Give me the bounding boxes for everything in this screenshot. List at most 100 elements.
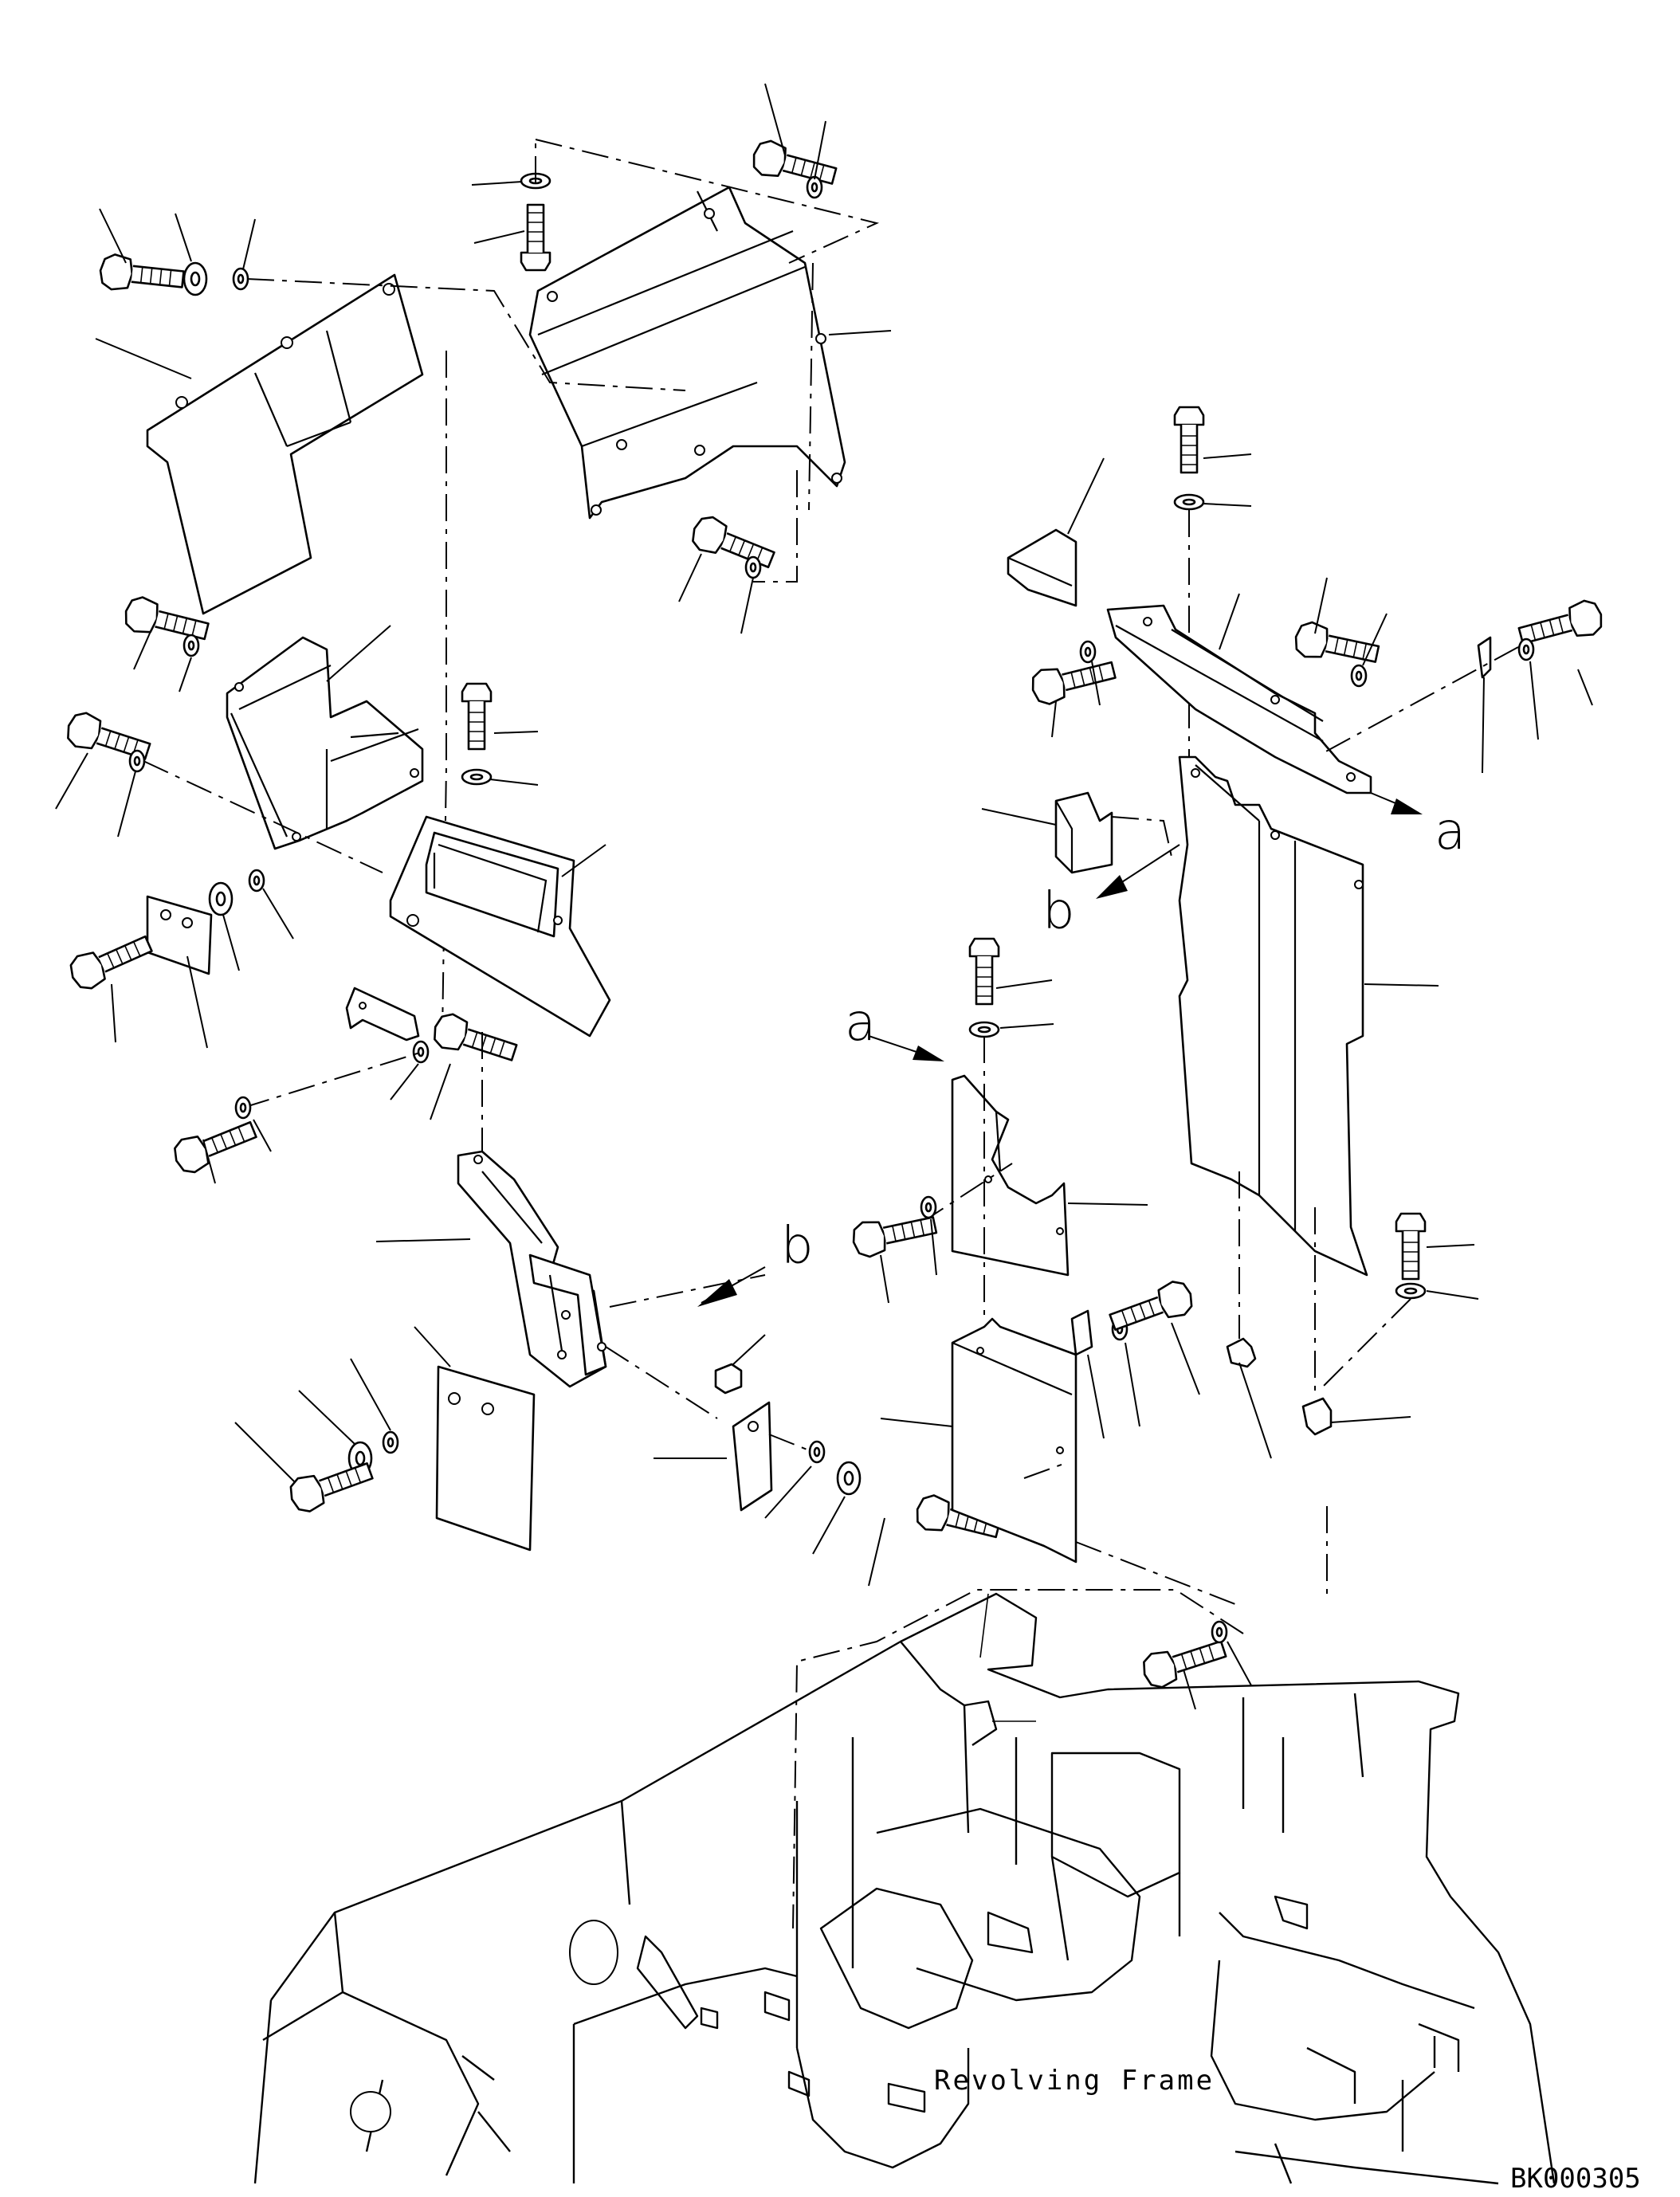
center-lower-dash [605, 1274, 766, 1419]
frame-washer [1211, 1620, 1228, 1644]
clip-plate [654, 1401, 773, 1512]
center-right-2-leaders [880, 1218, 937, 1304]
left-top-leaders [99, 208, 256, 270]
clip-vertical-dash [1238, 1171, 1328, 1594]
clip-leaders [764, 1465, 885, 1587]
center-right-washer [968, 1021, 1000, 1038]
small-block-nut [714, 1334, 766, 1395]
notch-dash [1111, 816, 1172, 857]
rail-clip-small [1477, 636, 1492, 679]
left-bracket-washer-1 [183, 634, 200, 657]
left-washers-leaders [222, 888, 294, 971]
left-bracket-washer-2 [128, 749, 146, 773]
angle-bolt [429, 1009, 521, 1071]
left-plate-leaders [111, 955, 208, 1049]
right-side-dash [1322, 1298, 1411, 1387]
right-side-bolt [1395, 1212, 1427, 1281]
mid-washer-2 [461, 768, 493, 786]
large-right-panel [1178, 755, 1439, 1277]
left-top-dash [246, 278, 686, 391]
top-bolt-1-leader [764, 83, 826, 180]
mid-washer-1 [744, 555, 762, 579]
lower-right-leaders [1125, 1322, 1200, 1427]
left-small-washer-1 [248, 869, 265, 893]
left-top-washer-small [232, 267, 249, 291]
rail-right-b-leaders [1482, 661, 1593, 774]
rail-right-a-leaders [1314, 577, 1388, 666]
lower-left-washer-sm [382, 1430, 399, 1454]
frame-dash [792, 1589, 1244, 1929]
top-dash-lines [535, 135, 880, 511]
rail-bolt-right-a [1291, 618, 1382, 673]
spring-clip-upper [1226, 1337, 1272, 1459]
angle-leaders [390, 1063, 451, 1120]
mid-bolt-2-leaders [489, 731, 539, 786]
top-bolt-2 [520, 203, 551, 272]
long-rail [1106, 593, 1372, 794]
frame-plate [389, 815, 611, 1038]
center-right-washer-2 [920, 1195, 937, 1219]
ref-arrow-a-left [868, 1035, 944, 1061]
right-side-leaders [1426, 1244, 1479, 1300]
ref-b-left: b [781, 1217, 814, 1276]
right-top-bolt [1173, 406, 1205, 474]
top-washer-1 [806, 175, 823, 199]
right-top-leaders [1203, 453, 1252, 507]
ref-arrow-a-right [1370, 792, 1423, 814]
right-side-washer [1395, 1282, 1427, 1300]
mid-bolt-1-leader [678, 553, 754, 634]
lower-cover-dash [1075, 1541, 1240, 1607]
lower-left-leaders [234, 1358, 391, 1483]
top-center-cover [528, 186, 892, 520]
top-bolt-2-leaders [471, 181, 525, 244]
left-plate-small [146, 895, 213, 975]
top-bolt-1 [748, 136, 840, 194]
angle-washer [412, 1040, 430, 1064]
mid-dash-1 [753, 470, 798, 583]
small-angle-bracket [345, 987, 420, 1042]
left-plate-bolt [65, 926, 157, 995]
left-top-washer-large [183, 261, 208, 296]
left-lower-bolt [168, 1112, 261, 1179]
rail-right-dash [1322, 646, 1519, 754]
rail-washer-right-b [1517, 638, 1535, 661]
rail-washer-left [1079, 640, 1097, 664]
right-block-upper [1007, 457, 1105, 607]
drawing-code: BK000305 [1510, 2163, 1641, 2195]
center-right-dash [920, 1036, 1013, 1315]
ref-arrow-b-right [1096, 844, 1180, 899]
center-lower-bracket [375, 1150, 607, 1388]
rail-washer-right-a [1350, 664, 1368, 688]
right-top-washer [1173, 493, 1205, 511]
revolving-frame-label: Revolving Frame [934, 2065, 1215, 2097]
ref-a-upper: a [1435, 802, 1466, 861]
mid-bolt-2 [461, 682, 493, 751]
lower-left-plate [414, 1326, 536, 1552]
mid-bolt-1 [686, 511, 779, 578]
left-lower-leaders [202, 1119, 272, 1184]
clip-washer-sm [808, 1440, 826, 1464]
ref-b-right: b [1042, 882, 1075, 941]
center-right-bolt [968, 937, 1000, 1006]
left-bracket-box [226, 625, 424, 850]
left-bracket-dash [143, 760, 383, 873]
rail-bolt-left [1027, 652, 1119, 708]
left-lower-washer [234, 1096, 252, 1120]
left-top-plate [95, 273, 424, 615]
rail-left-leaders [1051, 661, 1101, 738]
spring-clip-lower [1301, 1397, 1411, 1436]
angle-dash [242, 1032, 483, 1159]
left-top-bolt [97, 252, 186, 298]
left-bracket-leaders-1 [133, 629, 192, 692]
ref-a-lower: a [845, 994, 876, 1053]
frame-bolt-leaders [1183, 1641, 1252, 1710]
left-bracket-leaders-2 [55, 752, 136, 838]
left-large-washer-1 [208, 881, 234, 916]
clip-dash [768, 1434, 814, 1453]
clip-washer-lg [836, 1461, 862, 1496]
center-right-bolt-leaders [995, 979, 1054, 1029]
revolving-frame [253, 1592, 1556, 2185]
notch-block [981, 791, 1113, 874]
lower-clip [1070, 1309, 1105, 1439]
